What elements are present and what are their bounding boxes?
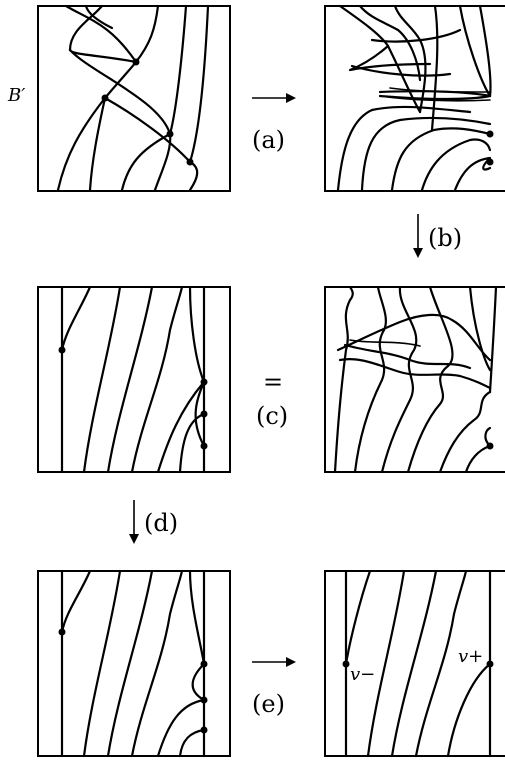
step-label-b: (b)	[428, 224, 462, 252]
panel-top-left: B′	[7, 4, 231, 192]
vertex-dot	[200, 660, 208, 668]
panel-frame	[324, 286, 505, 473]
panel-frame	[37, 5, 231, 192]
arrow-b: (b)	[413, 214, 462, 258]
vertex-dot	[200, 696, 208, 704]
vertex-dot	[166, 130, 174, 138]
step-label-a: (a)	[252, 126, 285, 154]
vertex-dot	[486, 442, 494, 450]
vertex-dot	[132, 58, 140, 66]
vertex-dot	[486, 158, 494, 166]
equivalence-c: = (c)	[256, 368, 288, 430]
label-v-minus: v−	[350, 664, 375, 685]
arrow-e: (e)	[252, 657, 296, 718]
vertex-dot	[200, 726, 208, 734]
panel-top-right	[324, 4, 505, 192]
strands	[60, 285, 206, 474]
panel-middle-left	[37, 285, 231, 474]
strands	[333, 285, 498, 474]
arrow-a: (a)	[252, 93, 296, 154]
strands	[56, 4, 210, 192]
panel-bottom-left	[37, 569, 231, 758]
vertex-dot	[200, 410, 208, 418]
vertex-dot	[200, 378, 208, 386]
panel-frame	[37, 570, 231, 757]
label-v-plus: v+	[458, 646, 483, 667]
step-label-c: (c)	[256, 402, 288, 430]
panel-frame	[324, 570, 505, 757]
panel-frame	[324, 5, 505, 192]
label-b-prime: B′	[7, 85, 25, 106]
vertex-v-minus	[342, 660, 350, 668]
vertex-dot	[58, 628, 66, 636]
vertex-dot	[58, 346, 66, 354]
step-label-e: (e)	[252, 690, 285, 718]
vertex-dot	[101, 94, 109, 102]
panel-bottom-right: v− v+	[324, 569, 505, 758]
step-label-d: (d)	[144, 509, 178, 537]
vertex-dot	[486, 130, 494, 138]
vertex-dot	[200, 442, 208, 450]
panel-frame	[37, 286, 231, 473]
panel-middle-right	[324, 285, 505, 474]
strands	[336, 4, 492, 192]
vertex-v-plus	[486, 660, 494, 668]
strands	[60, 569, 206, 758]
arrow-d: (d)	[129, 500, 178, 544]
equals-sign: =	[263, 368, 283, 396]
vertex-dot	[186, 158, 194, 166]
